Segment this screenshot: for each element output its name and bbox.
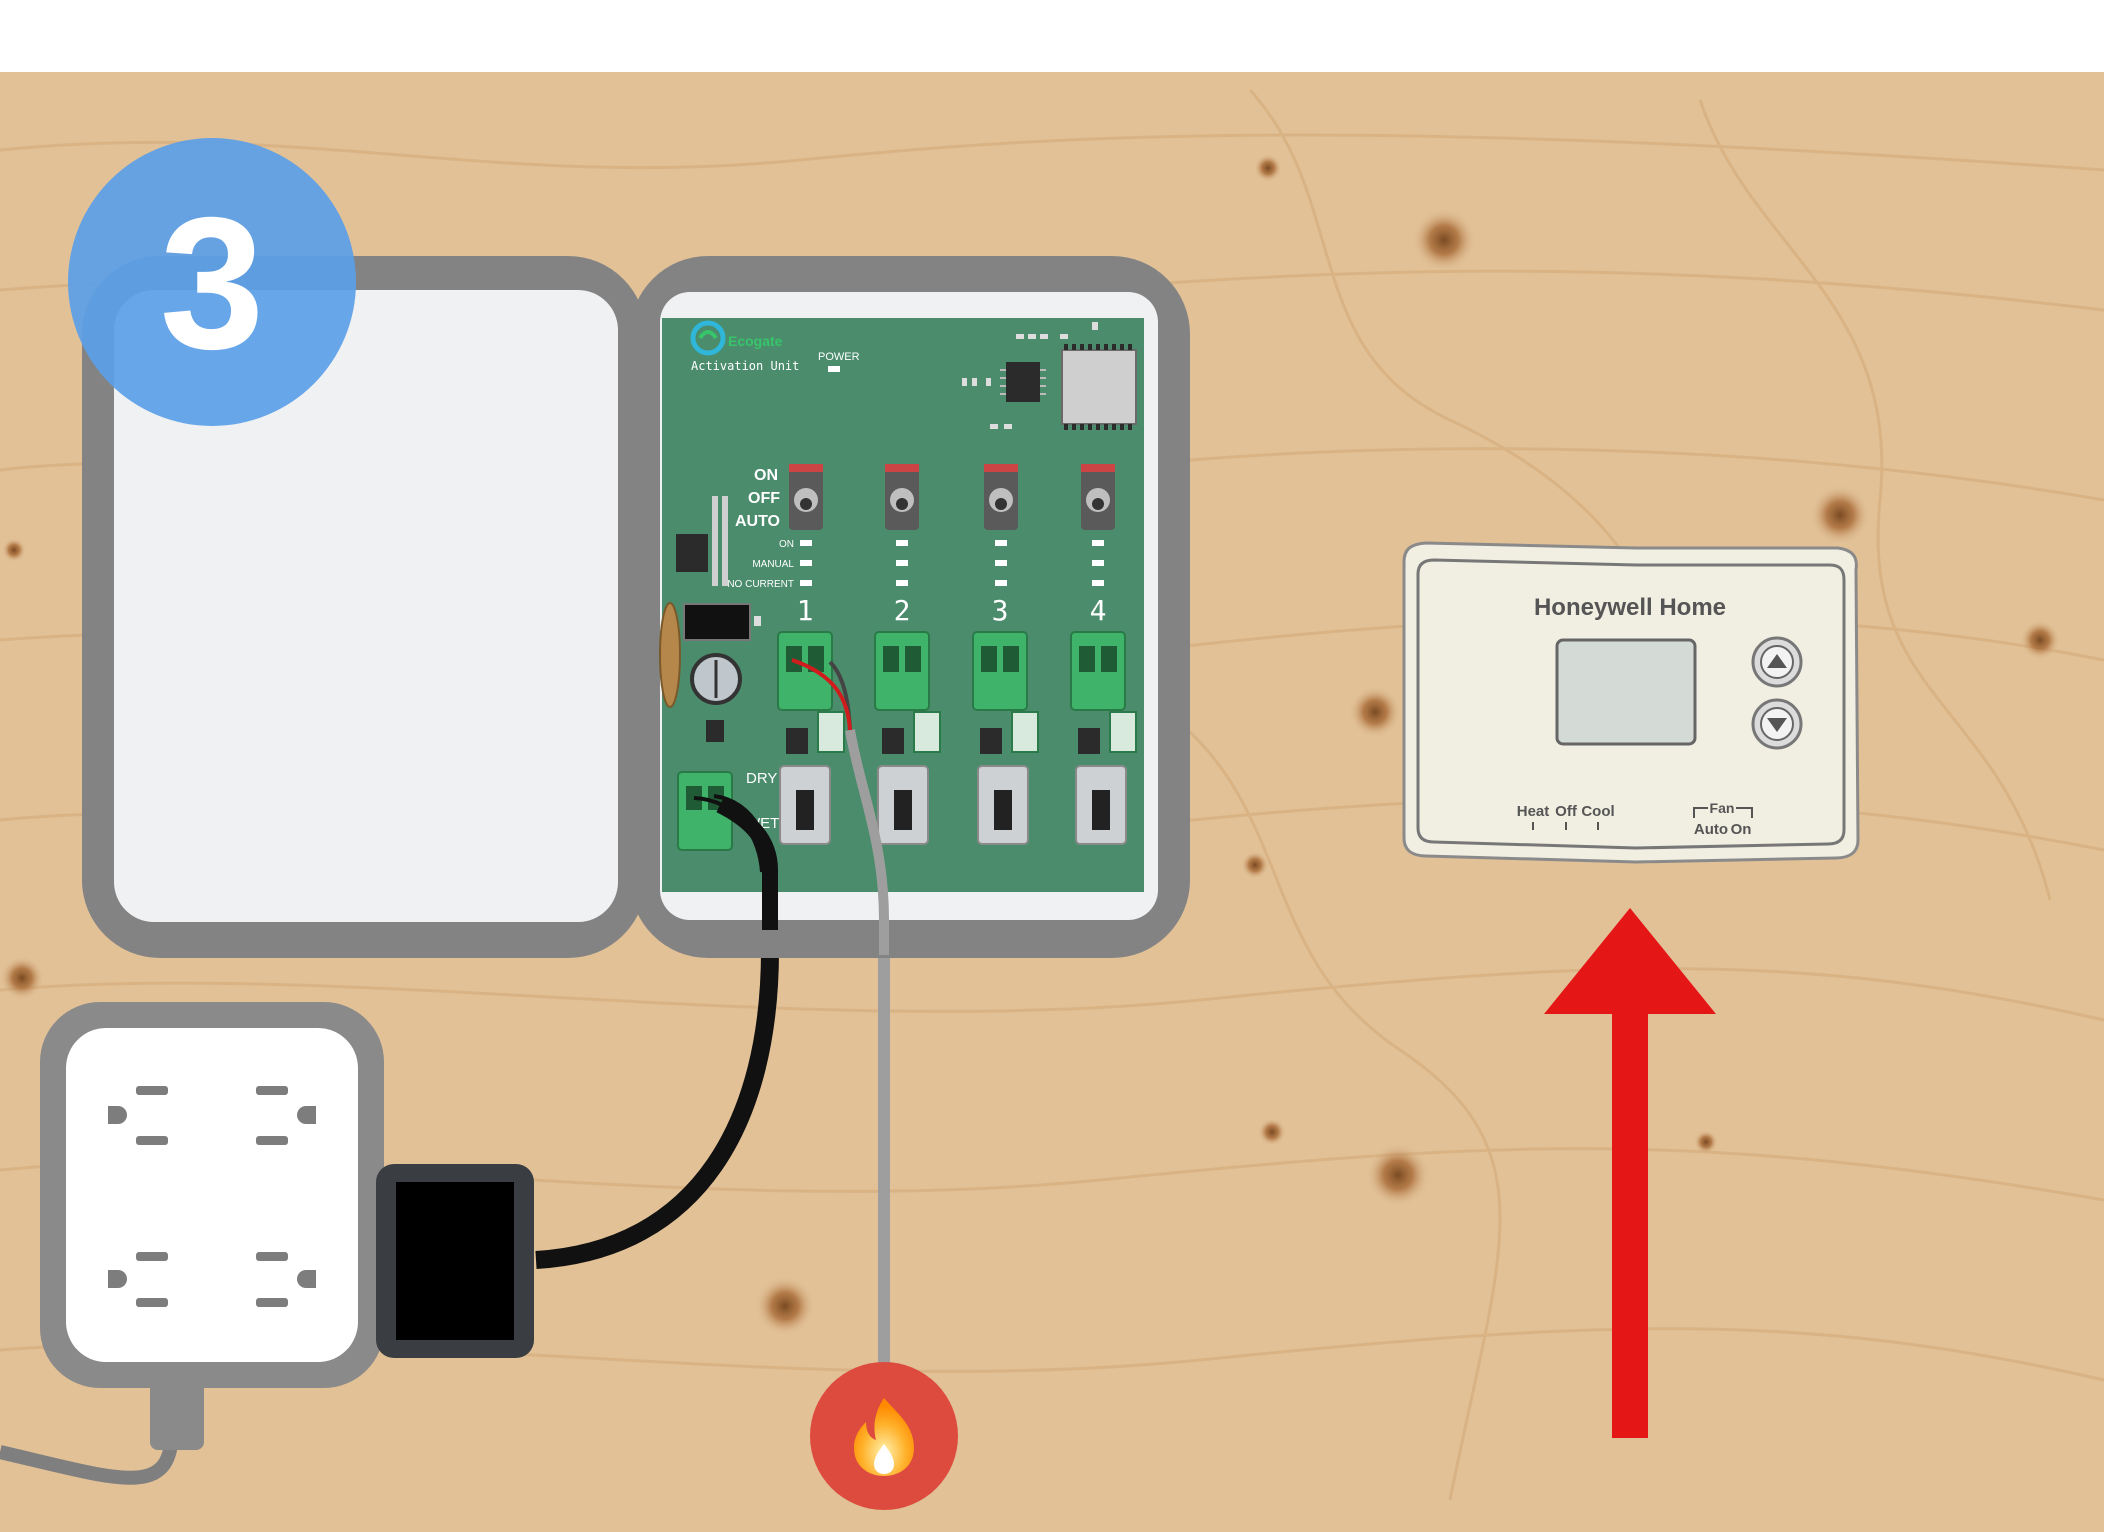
dip-switch-1[interactable] xyxy=(779,765,831,845)
mode-cool-label: Cool xyxy=(1581,803,1614,820)
toggle-switch-3[interactable] xyxy=(984,464,1018,530)
mode-label-on: ON xyxy=(754,467,778,484)
thermostat-display xyxy=(1555,638,1697,746)
step-badge: 3 xyxy=(68,138,356,426)
toggle-switch-4[interactable] xyxy=(1081,464,1115,530)
down-arrow-icon xyxy=(1767,718,1787,732)
channel-number-1: 1 xyxy=(797,594,814,627)
channel-number-2: 2 xyxy=(894,594,911,627)
outlet-socket-bottom-left xyxy=(108,1252,168,1307)
temperature-up-button[interactable] xyxy=(1751,636,1803,688)
outlet-socket-bottom-right xyxy=(256,1252,316,1307)
flame-badge xyxy=(810,1362,958,1510)
smd-components xyxy=(962,322,1098,429)
channel-number-4: 4 xyxy=(1090,594,1107,627)
terminal-block-1 xyxy=(777,631,833,711)
power-adapter xyxy=(376,1164,534,1358)
thermostat: Honeywell Home Heat Off Cool Fan Auto On xyxy=(1402,541,1860,864)
terminal-block-2 xyxy=(874,631,930,711)
mode-heat-label: Heat xyxy=(1517,803,1550,820)
backup-battery xyxy=(659,602,681,708)
enclosure-door xyxy=(114,290,618,922)
terminal-block-3 xyxy=(972,631,1028,711)
power-label: POWER xyxy=(818,351,860,363)
channel-2: 2 xyxy=(874,464,941,845)
capacitor xyxy=(690,653,742,705)
flame-icon xyxy=(854,1398,914,1476)
fan-auto-label: Auto xyxy=(1694,821,1728,838)
channel-4: 4 xyxy=(1070,464,1137,845)
led-label-on: ON xyxy=(779,539,794,550)
mode-label-off: OFF xyxy=(748,490,780,507)
fan-on-label: On xyxy=(1731,821,1752,838)
ecogate-logo-icon xyxy=(690,320,726,356)
toggle-switch-2[interactable] xyxy=(885,464,919,530)
dip-switch-4[interactable] xyxy=(1075,765,1127,845)
outlet-socket-top-right xyxy=(256,1086,316,1145)
dip-switch-2[interactable] xyxy=(877,765,929,845)
step-number: 3 xyxy=(160,178,265,388)
device-brand: Ecogate xyxy=(728,333,783,349)
fan-label: Fan xyxy=(1710,800,1735,816)
outlet-power-cord xyxy=(0,1429,179,1485)
power-cable xyxy=(535,949,779,1269)
internal-wiring xyxy=(693,658,889,955)
temperature-down-button[interactable] xyxy=(1751,698,1803,750)
mode-label-auto: AUTO xyxy=(735,513,780,530)
channel-number-3: 3 xyxy=(992,594,1009,627)
device-name: Activation Unit xyxy=(691,359,799,373)
power-led xyxy=(828,366,840,372)
thermostat-brand: Honeywell Home xyxy=(1534,594,1726,621)
red-up-arrow-icon xyxy=(1544,908,1716,1438)
outlet-plug xyxy=(150,1380,204,1450)
dip-switch-3[interactable] xyxy=(977,765,1029,845)
toggle-switch-1[interactable] xyxy=(789,464,823,530)
up-arrow-icon xyxy=(1767,654,1787,668)
led-label-manual: MANUAL xyxy=(752,559,794,570)
terminal-block-4 xyxy=(1070,631,1126,711)
mode-off-label: Off xyxy=(1555,803,1578,820)
power-input-terminal xyxy=(677,771,733,851)
radio-module xyxy=(1061,344,1137,430)
wall-outlet xyxy=(40,1002,384,1388)
fuse-holder xyxy=(683,603,751,641)
dry-label: DRY xyxy=(746,770,777,787)
led-label-no-current: NO CURRENT xyxy=(727,579,794,590)
microcontroller-chip xyxy=(1000,362,1046,402)
fan-bracket xyxy=(1693,807,1753,818)
channel-3: 3 xyxy=(972,464,1039,845)
outlet-socket-top-left xyxy=(108,1086,168,1145)
circuit-board: Ecogate Activation Unit POWER xyxy=(659,318,1144,892)
mode-switch-ticks xyxy=(1532,822,1599,830)
driver-chip xyxy=(676,496,728,586)
